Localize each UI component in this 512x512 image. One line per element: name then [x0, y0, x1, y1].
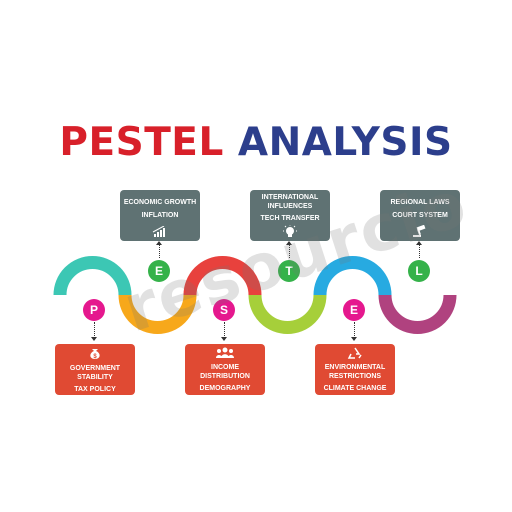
people-icon: [216, 347, 234, 358]
letter-circle-e-economic: E: [148, 260, 170, 282]
factor-line: TAX POLICY: [74, 386, 116, 393]
connector-environmental: [354, 322, 356, 338]
wave-segment-5: [313, 256, 392, 296]
connector-legal: [419, 244, 421, 258]
factor-box-technological: INTERNATIONAL INFLUENCES TECH TRANSFER: [250, 190, 330, 241]
letter-circle-p: P: [83, 299, 105, 321]
factor-line: INFLATION: [141, 212, 179, 219]
factor-box-environmental: ENVIRONMENTAL RESTRICTIONS CLIMATE CHANG…: [315, 344, 395, 395]
factor-line: RESTRICTIONS: [328, 373, 382, 380]
factor-line: INFLUENCES: [267, 203, 313, 210]
letter-circle-e-environmental: E: [343, 299, 365, 321]
letter-circle-l: L: [408, 260, 430, 282]
factor-line: DISTRIBUTION: [200, 373, 250, 380]
lightbulb-icon: [283, 225, 297, 237]
factor-line: INTERNATIONAL: [261, 194, 319, 201]
arrowhead-legal: [416, 241, 422, 245]
gavel-icon: [413, 225, 426, 237]
arrowhead-environmental: [351, 337, 357, 341]
wave-segment-4: [248, 294, 327, 334]
title-word-pestel: PESTEL: [59, 120, 224, 165]
page-title: PESTEL ANALYSIS: [0, 118, 512, 168]
title-word-analysis: ANALYSIS: [237, 120, 453, 165]
arrowhead-social: [221, 337, 227, 341]
factor-line: GOVERNMENT: [69, 365, 121, 372]
connector-social: [224, 322, 226, 338]
connector-economic: [159, 244, 161, 258]
wave-segment-2: [118, 294, 197, 334]
factor-line: TECH TRANSFER: [260, 215, 320, 222]
factor-line: COURT SYSTEM: [392, 212, 448, 219]
factor-line: INCOME: [211, 364, 239, 371]
factor-line: ENVIRONMENTAL: [324, 364, 386, 371]
svg-text:$: $: [93, 354, 97, 360]
wave-segment-6: [378, 294, 457, 334]
arrowhead-economic: [156, 241, 162, 245]
wave-segment-1: [53, 256, 132, 296]
money-bag-icon: $: [90, 349, 100, 360]
factor-line: DEMOGRAPHY: [199, 385, 251, 392]
factor-box-economic: ECONOMIC GROWTH INFLATION: [120, 190, 200, 241]
letter-circle-s: S: [213, 299, 235, 321]
factor-line: ECONOMIC GROWTH: [123, 199, 197, 206]
factor-box-social: INCOME DISTRIBUTION DEMOGRAPHY: [185, 344, 265, 395]
factor-box-legal: REGIONAL LAWS COURT SYSTEM: [380, 190, 460, 241]
factor-box-political: $ GOVERNMENT STABILITY TAX POLICY: [55, 344, 135, 395]
factor-line: CLIMATE CHANGE: [323, 385, 387, 392]
arrowhead-technological: [286, 241, 292, 245]
letter-circle-t: T: [278, 260, 300, 282]
growth-chart-icon: [152, 226, 165, 237]
connector-political: [94, 322, 96, 338]
factor-line: REGIONAL LAWS: [390, 199, 450, 206]
recycle-icon: [347, 347, 362, 359]
arrowhead-political: [91, 337, 97, 341]
connector-technological: [289, 244, 291, 258]
wave-segment-3: [183, 256, 262, 296]
factor-line: STABILITY: [77, 374, 113, 381]
